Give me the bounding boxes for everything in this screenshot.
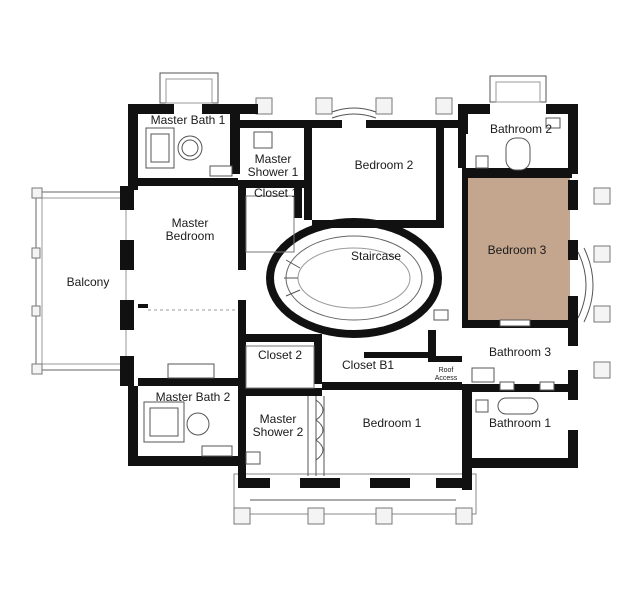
label-closet-2: Closet 2 <box>258 348 302 362</box>
exterior-walls <box>120 104 578 490</box>
label-master-bath-2: Master Bath 2 <box>156 390 231 404</box>
label-closet-1: Closet 1 <box>254 186 298 200</box>
label-roof-access-line2: Access <box>435 375 458 382</box>
label-master-shower-2-line1: Master <box>260 412 297 426</box>
label-master-shower-1-line2: Shower 1 <box>248 165 299 179</box>
bedroom-3-highlight[interactable] <box>467 178 570 324</box>
label-master-shower-1-line1: Master <box>255 152 292 166</box>
label-closet-b1: Closet B1 <box>342 358 394 372</box>
fixtures <box>143 117 561 476</box>
label-master-bedroom-line1: Master <box>172 216 209 230</box>
label-bathroom-2: Bathroom 2 <box>490 122 552 136</box>
staircase <box>266 218 442 338</box>
label-roof-access-line1: Roof <box>439 367 454 374</box>
label-bedroom-2: Bedroom 2 <box>355 158 414 172</box>
label-bedroom-1: Bedroom 1 <box>363 416 422 430</box>
label-master-bath-1: Master Bath 1 <box>151 113 226 127</box>
label-bathroom-1: Bathroom 1 <box>489 416 551 430</box>
room-labels: Master Bath 1 Master Shower 1 Bedroom 2 … <box>67 113 553 439</box>
label-master-bedroom-line2: Bedroom <box>166 229 215 243</box>
label-master-shower-2-line2: Shower 2 <box>253 425 304 439</box>
label-balcony: Balcony <box>67 275 110 289</box>
bottom-terrace <box>233 473 477 525</box>
label-staircase: Staircase <box>351 249 401 263</box>
balcony-area <box>31 187 127 375</box>
label-bathroom-3: Bathroom 3 <box>489 345 551 359</box>
label-bedroom-3: Bedroom 3 <box>488 243 547 257</box>
right-pads <box>577 187 611 379</box>
top-bays <box>159 72 547 119</box>
